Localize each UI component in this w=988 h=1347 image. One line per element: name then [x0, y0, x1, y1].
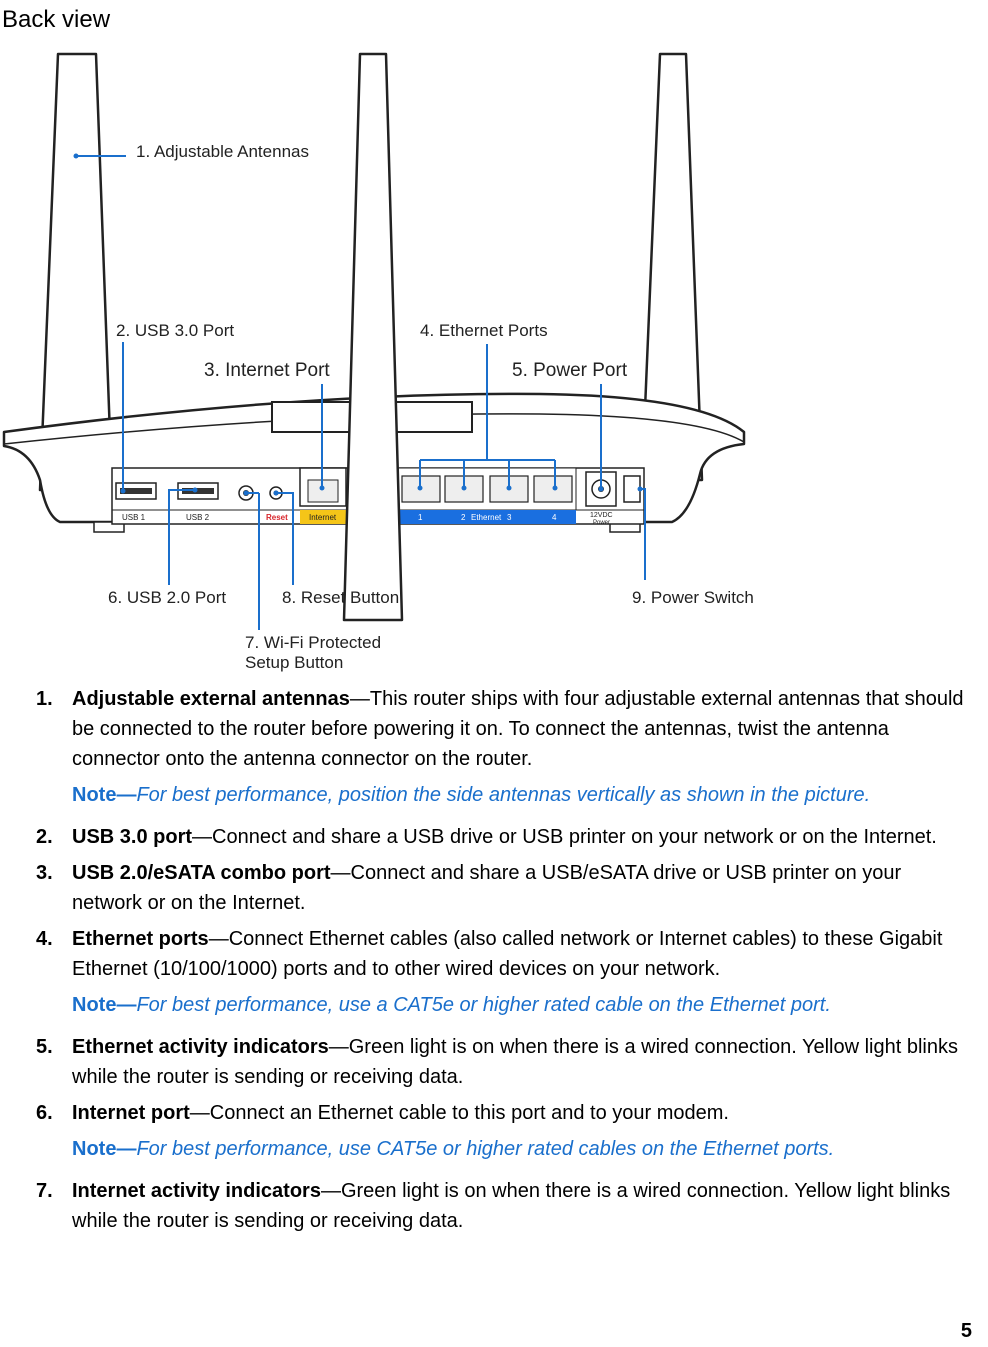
list-item: 3. USB 2.0/eSATA combo port—Connect and … [36, 858, 974, 918]
eth1-panel-label: 1 [418, 513, 423, 522]
eth4-panel-label: 4 [552, 513, 557, 522]
item-title: Adjustable external antennas [72, 688, 350, 710]
page-number: 5 [960, 1320, 972, 1342]
antenna-right [640, 52, 704, 482]
note-label: Note— [72, 1138, 137, 1160]
item-text: —Connect and share a USB drive or USB pr… [192, 826, 937, 848]
callout-power-port: 5. Power Port [512, 360, 628, 381]
item-number: 2. [36, 826, 53, 848]
callout-internet-port: 3. Internet Port [204, 360, 330, 381]
section-heading: Back view [2, 6, 111, 33]
note: Note—For best performance, position the … [36, 780, 974, 810]
item-title: Internet activity indicators [72, 1180, 321, 1202]
item-text: —Connect an Ethernet cable to this port … [189, 1102, 729, 1124]
item-number: 5. [36, 1036, 53, 1058]
note-text: For best performance, use CAT5e or highe… [136, 1138, 835, 1160]
list-item: 7. Internet activity indicators—Green li… [36, 1176, 974, 1236]
item-title: Ethernet ports [72, 928, 209, 950]
note: Note—For best performance, use a CAT5e o… [36, 990, 974, 1020]
item-title: USB 2.0/eSATA combo port [72, 862, 331, 884]
callout-wps-line1: 7. Wi-Fi Protected [245, 633, 381, 652]
note-text: For best performance, position the side … [136, 784, 871, 806]
list-item: 4. Ethernet ports—Connect Ethernet cable… [36, 924, 974, 984]
item-text: —Connect and share a USB/eSATA drive or … [72, 862, 902, 914]
eth-word-panel-label: Ethernet [471, 513, 502, 522]
reset-panel-label: Reset [266, 513, 288, 522]
power-voltage-label: 12VDC [590, 512, 613, 519]
note-label: Note— [72, 784, 137, 806]
list-item: 1. Adjustable external antennas—This rou… [36, 684, 974, 774]
router-back-view-figure: USB 1 USB 2 Reset Internet 1 2 Ethernet … [0, 40, 988, 680]
list-item: 6. Internet port—Connect an Ethernet cab… [36, 1098, 974, 1128]
item-number: 6. [36, 1102, 53, 1124]
note-label: Note— [72, 994, 137, 1016]
list-item: 5. Ethernet activity indicators—Green li… [36, 1032, 974, 1092]
eth3-panel-label: 3 [507, 513, 512, 522]
usb2-panel-label: USB 2 [186, 513, 210, 522]
callout-antennas: 1. Adjustable Antennas [136, 142, 309, 161]
item-number: 3. [36, 862, 53, 884]
list-item: 2. USB 3.0 port—Connect and share a USB … [36, 822, 974, 852]
item-text: —Green light is on when there is a wired… [72, 1036, 958, 1088]
usb1-panel-label: USB 1 [122, 513, 146, 522]
feature-list: 1. Adjustable external antennas—This rou… [36, 684, 974, 1242]
callout-ethernet-ports: 4. Ethernet Ports [420, 321, 548, 340]
callout-usb3: 2. USB 3.0 Port [116, 321, 234, 340]
callout-reset: 8. Reset Button [282, 588, 399, 607]
item-title: Ethernet activity indicators [72, 1036, 329, 1058]
item-text: —This router ships with four adjustable … [72, 688, 964, 770]
eth2-panel-label: 2 [461, 513, 466, 522]
item-text: —Connect Ethernet cables (also called ne… [72, 928, 943, 980]
item-title: USB 3.0 port [72, 826, 193, 848]
power-word-label: Power [593, 520, 610, 526]
item-number: 7. [36, 1180, 53, 1202]
callout-usb2: 6. USB 2.0 Port [108, 588, 226, 607]
item-text: —Green light is on when there is a wired… [72, 1180, 951, 1232]
item-title: Internet port [72, 1102, 190, 1124]
note: Note—For best performance, use CAT5e or … [36, 1134, 974, 1164]
callout-wps-line2: Setup Button [245, 653, 343, 672]
item-number: 1. [36, 688, 53, 710]
antenna-center [342, 52, 404, 622]
internet-panel-label: Internet [309, 513, 337, 522]
item-number: 4. [36, 928, 53, 950]
callout-power-switch: 9. Power Switch [632, 588, 754, 607]
note-text: For best performance, use a CAT5e or hig… [136, 994, 831, 1016]
